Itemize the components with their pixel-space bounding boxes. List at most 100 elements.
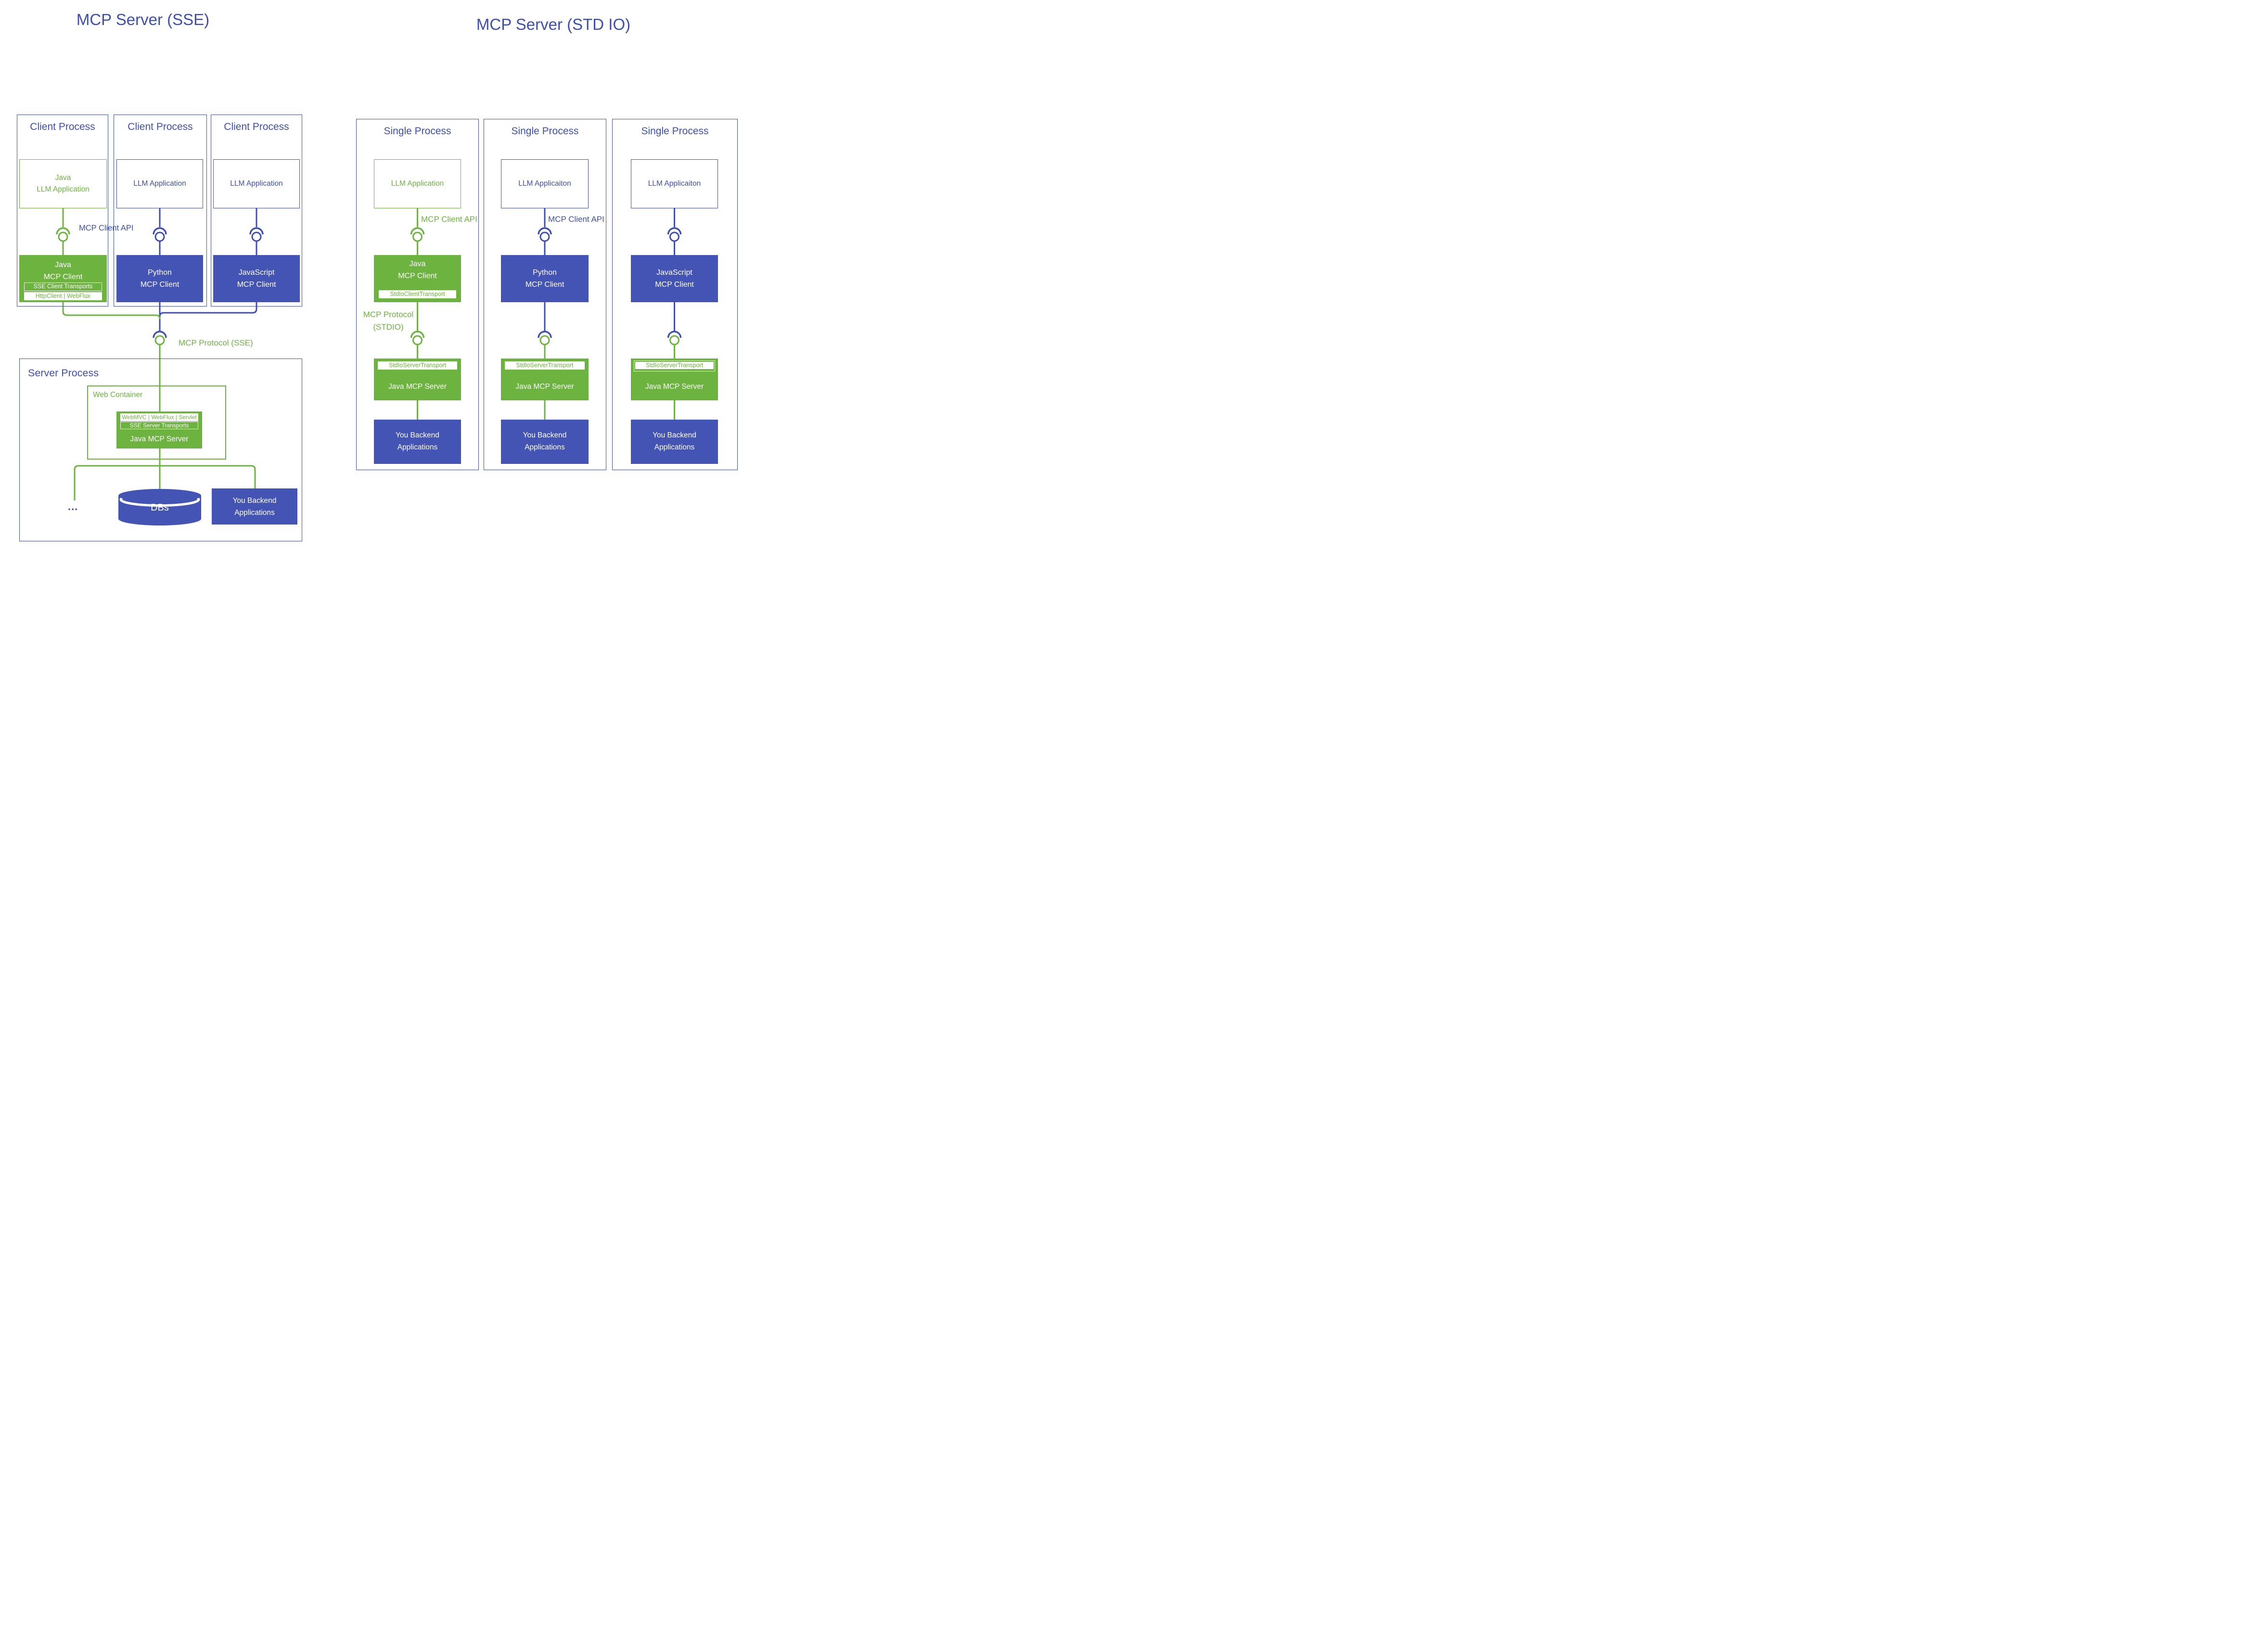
java-mcp-server-label: Java MCP Server [130, 435, 189, 443]
backend-label-line: You Backend [653, 431, 696, 439]
socket-arc-icon [153, 227, 167, 235]
socket-arc-icon [249, 227, 264, 235]
client-process-box-3: Client Process [211, 115, 302, 307]
sse-server-transports-bar: SSE Server Transports [120, 422, 198, 429]
java-mcp-client-box-stdio: Java MCP Client StdIoClientTransport [374, 255, 461, 302]
mcp-client-label-line: Java [55, 261, 71, 269]
dbs-label: DBs [151, 502, 169, 513]
stdio-server-transport-bar: StdIoServerTransport [634, 360, 715, 371]
llm-application-label: LLM Applicaiton [518, 179, 571, 188]
mcp-client-label: Python MCP Client [116, 267, 203, 291]
connector-line [74, 465, 160, 500]
stdio-server-transport-bar: StdIoServerTransport [505, 361, 585, 370]
mcp-client-label-line: MCP Client [655, 281, 694, 289]
socket-arc-icon [538, 331, 552, 338]
backend-applications-box-stdio-3: You Backend Applications [631, 420, 718, 464]
webmvc-webflux-servlet-bar: WebMVC | WebFlux | Servlet [120, 413, 198, 421]
server-process-box [19, 359, 302, 541]
mcp-client-label: Java MCP Client [19, 259, 107, 283]
single-process-box-1: Single Process [356, 119, 479, 470]
backend-applications-label: You Backend Applications [212, 495, 297, 519]
socket-arc-icon [410, 227, 425, 235]
mcp-protocol-sse-label: MCP Protocol (SSE) [179, 338, 253, 347]
stdio-client-transport-bar: StdIoClientTransport [379, 290, 456, 298]
llm-application-label: LLM Application [37, 185, 90, 193]
mcp-protocol-stdio-label: MCP Protocol (STDIO) [362, 308, 415, 333]
socket-arc-icon [153, 331, 167, 338]
python-mcp-client-box-stdio: Python MCP Client [501, 255, 589, 302]
llm-application-box-stdio-2: LLM Applicaiton [501, 159, 589, 208]
llm-application-label: LLM Application [391, 179, 444, 188]
client-process-box-2: Client Process [114, 115, 207, 307]
backend-applications-box: You Backend Applications [212, 488, 297, 525]
stdio-server-transport-bar-text: StdIoServerTransport [635, 362, 714, 369]
llm-application-label: LLM Applicaiton [648, 179, 701, 188]
httpclient-webflux-bar: HttpClient | WebFlux [24, 292, 102, 300]
llm-application-label: LLM Application [133, 179, 186, 188]
single-process-box-2: Single Process [484, 119, 606, 470]
backend-applications-label: You Backend Applications [501, 429, 589, 453]
diagram-canvas: MCP Server (SSE) MCP Server (STD IO) Cli… [0, 0, 744, 548]
backend-label-line: Applications [234, 509, 275, 517]
llm-application-box-stdio-3: LLM Applicaiton [631, 159, 718, 208]
backend-label-line: Applications [397, 443, 438, 451]
connector-line [62, 302, 161, 320]
client-process-header: Client Process [128, 121, 193, 132]
llm-application-box-stdio-1: LLM Application [374, 159, 461, 208]
mcp-client-label-line: MCP Client [525, 281, 564, 289]
python-mcp-client-box: Python MCP Client [116, 255, 203, 302]
java-mcp-server-box-stdio-1: StdIoServerTransport Java MCP Server [374, 359, 461, 400]
java-mcp-server-label: Java MCP Server [645, 383, 704, 391]
backend-label-line: You Backend [232, 497, 277, 505]
web-container-label: Web Container [93, 391, 143, 399]
mcp-client-api-label: MCP Client API [79, 224, 134, 232]
socket-arc-icon [667, 227, 682, 235]
stdio-diagram-title: MCP Server (STD IO) [476, 15, 631, 33]
stdio-server-transport-bar: StdIoServerTransport [378, 361, 457, 370]
single-process-header: Single Process [384, 126, 451, 137]
backend-label-line: Applications [654, 443, 695, 451]
single-process-header: Single Process [641, 126, 709, 137]
mcp-client-label-line: JavaScript [656, 269, 692, 277]
mcp-client-label: JavaScript MCP Client [213, 267, 300, 291]
mcp-client-label: JavaScript MCP Client [631, 267, 718, 291]
mcp-client-label-line: MCP Client [237, 281, 276, 289]
connector-line [160, 465, 256, 488]
mcp-client-api-label: MCP Client API [548, 215, 604, 224]
client-process-header: Client Process [30, 121, 95, 132]
database-cylinder-icon [118, 496, 201, 525]
java-mcp-server-box-stdio-2: StdIoServerTransport Java MCP Server [501, 359, 589, 400]
socket-arc-icon [538, 227, 552, 235]
java-mcp-server-label: Java MCP Server [388, 383, 447, 391]
protocol-label-line: (STDIO) [373, 322, 404, 332]
java-mcp-server-box: WebMVC | WebFlux | Servlet SSE Server Tr… [116, 411, 202, 448]
sse-diagram-title: MCP Server (SSE) [76, 11, 210, 28]
llm-application-box-python: LLM Application [116, 159, 203, 208]
llm-application-box-java: Java LLM Application [19, 159, 107, 208]
javascript-mcp-client-box: JavaScript MCP Client [213, 255, 300, 302]
socket-arc-icon [56, 227, 70, 235]
socket-arc-icon [410, 331, 425, 338]
java-mcp-server-label: Java MCP Server [515, 383, 574, 391]
cylinder-top [118, 489, 201, 502]
client-process-box-1: Client Process [17, 115, 108, 307]
backend-applications-box-stdio-2: You Backend Applications [501, 420, 589, 464]
java-mcp-client-box: Java MCP Client SSE Client Transports Ht… [19, 255, 107, 302]
more-resources-ellipsis: ... [68, 500, 78, 512]
backend-applications-box-stdio-1: You Backend Applications [374, 420, 461, 464]
mcp-client-label-line: MCP Client [140, 281, 179, 289]
java-mcp-server-box-stdio-3: StdIoServerTransport Java MCP Server [631, 359, 718, 400]
protocol-label-line: MCP Protocol [363, 310, 414, 319]
backend-applications-label: You Backend Applications [631, 429, 718, 453]
client-process-header: Client Process [224, 121, 289, 132]
mcp-client-label-line: Python [148, 269, 172, 277]
llm-application-box-javascript: LLM Application [213, 159, 300, 208]
single-process-box-3: Single Process [612, 119, 738, 470]
server-process-header: Server Process [28, 367, 99, 379]
sse-client-transports-bar: SSE Client Transports [24, 282, 102, 291]
backend-label-line: You Backend [396, 431, 439, 439]
backend-label-line: You Backend [523, 431, 567, 439]
connector-layer [56, 208, 682, 525]
socket-arc-icon [667, 331, 682, 338]
mcp-client-label-line: MCP Client [43, 273, 83, 281]
